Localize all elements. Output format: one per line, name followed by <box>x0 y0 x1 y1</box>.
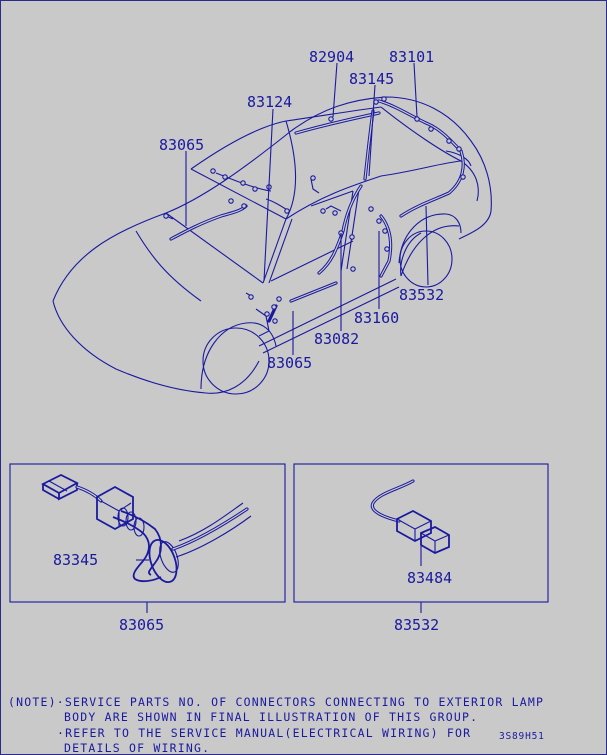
callout-83124: 83124 <box>247 93 292 111</box>
part-label-83484: 83484 <box>407 569 452 587</box>
assembly-label-83065: 83065 <box>119 616 164 634</box>
callout-83160: 83160 <box>354 309 399 327</box>
assembly-label-83532: 83532 <box>394 616 439 634</box>
detail-box-left: 83345 83065 <box>9 463 286 634</box>
callout-83532-top: 83532 <box>399 286 444 304</box>
note-line-1: (NOTE)·SERVICE PARTS NO. OF CONNECTORS C… <box>8 695 544 709</box>
note-line-3: ·REFER TO THE SERVICE MANUAL(ELECTRICAL … <box>57 726 471 740</box>
note-line-2: BODY ARE SHOWN IN FINAL ILLUSTRATION OF … <box>64 710 478 724</box>
callout-83065-bottom: 83065 <box>267 354 312 372</box>
drawing-code: 3S89H51 <box>499 731 545 742</box>
callout-82904: 82904 <box>309 48 354 66</box>
callout-83145: 83145 <box>349 70 394 88</box>
part-label-83345: 83345 <box>53 551 98 569</box>
car-body-outline <box>52 96 492 395</box>
connector-points <box>163 96 466 324</box>
note-line-4: DETAILS OF WIRING. <box>64 741 210 754</box>
callout-leaders <box>185 62 429 355</box>
detail-box-right: 83484 83532 <box>293 463 549 634</box>
callout-83082: 83082 <box>314 330 359 348</box>
footnote: (NOTE)·SERVICE PARTS NO. OF CONNECTORS C… <box>8 695 545 754</box>
callout-83101: 83101 <box>389 48 434 66</box>
callout-83065-top: 83065 <box>159 136 204 154</box>
